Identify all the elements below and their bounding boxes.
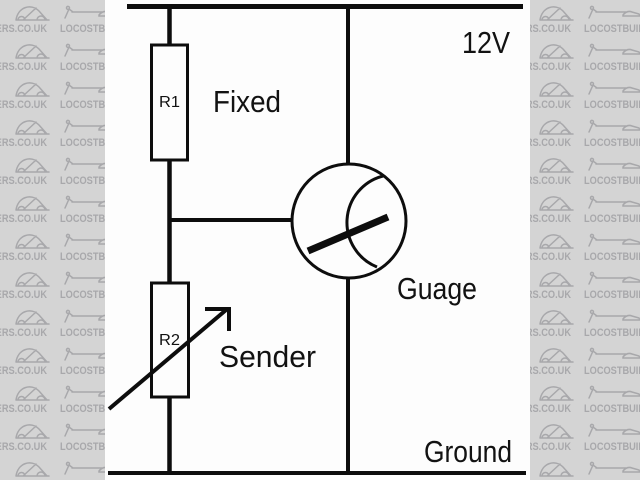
r1-designator: R1	[159, 94, 180, 111]
sender-arrowhead-icon	[205, 307, 231, 331]
gauge-scale-arc	[345, 174, 384, 269]
ground-label: Ground	[424, 434, 512, 469]
supply-voltage-label: 12V	[462, 25, 510, 60]
gauge-circle	[290, 162, 408, 280]
gauge-needle	[306, 213, 390, 255]
r2-designator: R2	[159, 332, 180, 349]
circuit	[107, 4, 526, 475]
labels: 12V Fixed R1 R2 Sender Guage Ground	[159, 25, 512, 469]
gauge-label: Guage	[397, 271, 477, 306]
fixed-resistor-label: Fixed	[213, 84, 281, 119]
sender-arrow-shaft	[107, 308, 228, 411]
sender-label: Sender	[219, 339, 316, 374]
resistor-r1-box	[150, 43, 189, 162]
